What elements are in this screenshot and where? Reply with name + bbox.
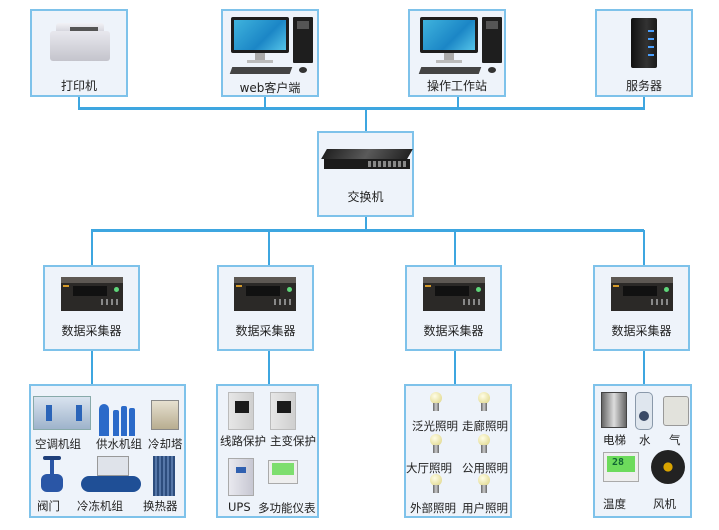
data-collector-icon (611, 277, 673, 311)
link-printer (78, 96, 80, 109)
heat-exchanger-icon (153, 456, 175, 496)
link-switch-lower (365, 216, 367, 230)
data-collector-icon (423, 277, 485, 311)
top-bus-line (78, 107, 645, 110)
link-collector-1 (91, 230, 93, 266)
valve-icon (41, 456, 63, 494)
equipment-label: 泛光照明 (412, 419, 458, 433)
ups-icon (228, 458, 254, 496)
link-workstation (457, 96, 459, 109)
transformer-protection-relay-icon (270, 392, 296, 430)
equipment-label: 空调机组 (35, 437, 81, 451)
light-bulb-icon (430, 434, 442, 454)
data-collector-icon (234, 277, 296, 311)
link-collector-3 (454, 230, 456, 266)
group-power: 线路保护 主变保护 UPS 多功能仪表 (216, 384, 319, 518)
light-bulb-icon (478, 392, 490, 412)
equipment-label: 电梯 (603, 433, 626, 447)
elevator-icon (601, 392, 627, 428)
equipment-label: 大厅照明 (406, 461, 452, 475)
desktop-pc-icon (229, 17, 315, 75)
equipment-label: 主变保护 (270, 434, 316, 448)
link-collector-2 (268, 230, 270, 266)
equipment-label: 线路保护 (220, 434, 266, 448)
link-web-client (264, 96, 266, 109)
node-label: 交换机 (347, 190, 384, 204)
desktop-pc-icon (418, 17, 504, 75)
equipment-label: 风机 (653, 497, 676, 511)
water-supply-pump-icon (99, 396, 137, 436)
node-printer[interactable]: 打印机 (30, 9, 128, 97)
thermostat-icon: 28 (603, 452, 639, 482)
group-lighting: 泛光照明 走廊照明 大厅照明 公用照明 外部照明 用户照明 (404, 384, 512, 518)
link-group-utilities (643, 350, 645, 385)
node-server[interactable]: 服务器 (595, 9, 693, 97)
equipment-label: 走廊照明 (462, 419, 508, 433)
fan-icon (651, 450, 685, 484)
light-bulb-icon (430, 474, 442, 494)
water-meter-icon (635, 392, 653, 430)
link-collector-4 (643, 230, 645, 266)
link-group-power (268, 350, 270, 385)
group-utilities: 电梯 水 气 28 温度 风机 (593, 384, 692, 518)
equipment-label: 水 (639, 433, 651, 447)
node-collector-2[interactable]: 数据采集器 (217, 265, 314, 351)
node-label: 数据采集器 (235, 324, 296, 338)
node-label: 数据采集器 (423, 324, 484, 338)
node-label: 打印机 (60, 79, 97, 93)
link-bus-switch (365, 109, 367, 131)
equipment-label: 多功能仪表 (258, 501, 316, 515)
equipment-label: 冷冻机组 (77, 499, 123, 513)
equipment-label: 气 (669, 433, 681, 447)
printer-icon (50, 21, 110, 63)
equipment-label: 温度 (603, 497, 626, 511)
gas-meter-icon (663, 396, 689, 426)
cooling-tower-icon (151, 400, 179, 430)
node-label: web客户端 (239, 81, 301, 95)
network-switch-icon (321, 149, 413, 171)
data-collector-icon (61, 277, 123, 311)
equipment-label: 外部照明 (410, 501, 456, 515)
light-bulb-icon (430, 392, 442, 412)
equipment-label: 换热器 (143, 499, 178, 513)
equipment-label: 冷却塔 (148, 437, 183, 451)
node-collector-3[interactable]: 数据采集器 (405, 265, 502, 351)
equipment-label: 公用照明 (462, 461, 508, 475)
equipment-label: 阀门 (37, 499, 60, 513)
thermostat-readout: 28 (612, 457, 625, 468)
light-bulb-icon (478, 434, 490, 454)
node-label: 操作工作站 (426, 79, 487, 93)
node-collector-4[interactable]: 数据采集器 (593, 265, 690, 351)
link-group-hvac (91, 350, 93, 385)
node-label: 数据采集器 (61, 324, 122, 338)
node-web-client[interactable]: web客户端 (221, 9, 319, 97)
air-handling-unit-icon (33, 396, 91, 430)
lower-bus-line (91, 229, 644, 232)
node-label: 服务器 (625, 79, 662, 93)
multifunction-meter-icon (268, 460, 298, 484)
light-bulb-icon (478, 474, 490, 494)
equipment-label: 供水机组 (96, 437, 142, 451)
line-protection-relay-icon (228, 392, 254, 430)
node-switch[interactable]: 交换机 (317, 131, 414, 217)
node-collector-1[interactable]: 数据采集器 (43, 265, 140, 351)
server-icon (631, 18, 657, 68)
link-group-lighting (454, 350, 456, 385)
node-label: 数据采集器 (611, 324, 672, 338)
link-server (643, 96, 645, 109)
chiller-icon (81, 456, 145, 496)
node-workstation[interactable]: 操作工作站 (408, 9, 506, 97)
equipment-label: UPS (228, 500, 251, 514)
equipment-label: 用户照明 (462, 501, 508, 515)
group-hvac: 空调机组 供水机组 冷却塔 阀门 冷冻机组 换热器 (29, 384, 186, 518)
